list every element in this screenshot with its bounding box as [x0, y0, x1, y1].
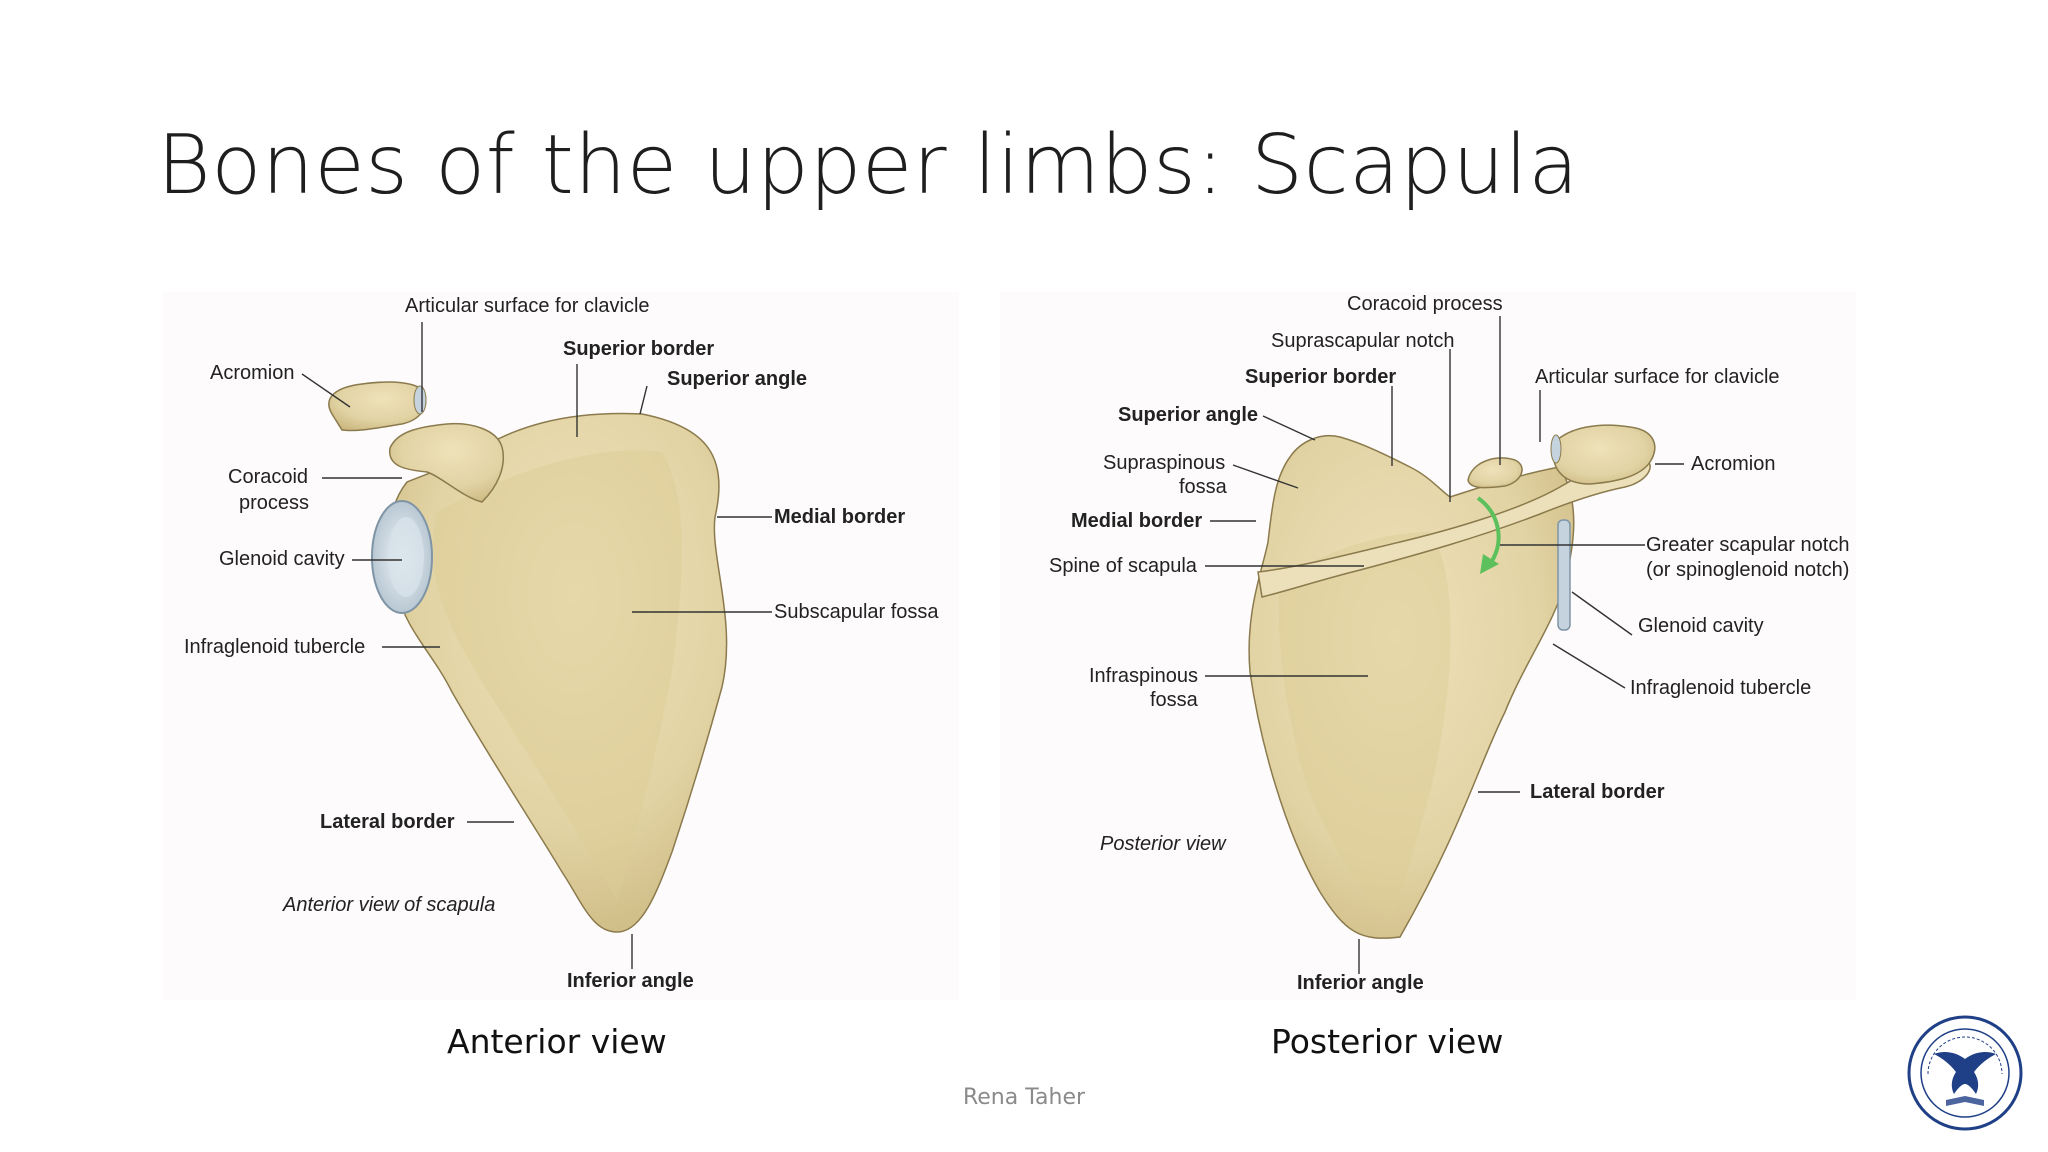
- label-lateral-border: Lateral border: [320, 811, 455, 833]
- label-coracoid-process: Coracoid process: [1347, 293, 1503, 315]
- slide-footer-author: Rena Taher: [962, 1085, 1086, 1110]
- label-supraspinous-line1: Supraspinous: [1103, 452, 1225, 474]
- label-superior-border: Superior border: [1245, 366, 1396, 388]
- label-articular-surface: Articular surface for clavicle: [405, 295, 650, 317]
- label-view-note: Anterior view of scapula: [282, 894, 495, 916]
- label-infraspinous-line1: Infraspinous: [1089, 665, 1198, 687]
- label-superior-border: Superior border: [563, 338, 714, 360]
- anterior-view-caption: Anterior view: [447, 1022, 667, 1061]
- label-greater-notch-line2: (or spinoglenoid notch): [1646, 559, 1849, 581]
- label-superior-angle: Superior angle: [667, 368, 807, 390]
- label-spine-of-scapula: Spine of scapula: [1049, 555, 1198, 577]
- posterior-spine-shape: [1257, 456, 1651, 598]
- label-subscapular-fossa: Subscapular fossa: [774, 601, 939, 623]
- label-suprascapular-notch: Suprascapular notch: [1271, 330, 1454, 352]
- label-infraglenoid-tubercle: Infraglenoid tubercle: [1630, 677, 1811, 699]
- label-infraglenoid-tubercle: Infraglenoid tubercle: [184, 636, 365, 658]
- anterior-scapula-illustration: Articular surface for clavicle Superior …: [184, 295, 939, 992]
- label-medial-border: Medial border: [774, 506, 905, 528]
- label-view-note: Posterior view: [1100, 833, 1227, 855]
- slide-title: Bones of the upper limbs: Scapula: [157, 118, 1579, 213]
- posterior-view-figure: Coracoid process Suprascapular notch Sup…: [1000, 292, 1856, 1000]
- label-inferior-angle: Inferior angle: [567, 970, 694, 992]
- label-acromion: Acromion: [210, 362, 294, 384]
- anterior-acromion-shape: [328, 381, 427, 432]
- label-coracoid-line1: Coracoid: [228, 466, 308, 488]
- label-greater-notch-line1: Greater scapular notch: [1646, 534, 1849, 556]
- anterior-view-figure: Articular surface for clavicle Superior …: [162, 292, 959, 1000]
- label-lateral-border: Lateral border: [1530, 781, 1665, 803]
- university-seal-icon: [1907, 1015, 2023, 1131]
- label-supraspinous-line2: fossa: [1179, 476, 1228, 498]
- label-glenoid-cavity: Glenoid cavity: [1638, 615, 1764, 637]
- label-medial-border: Medial border: [1071, 510, 1202, 532]
- label-acromion: Acromion: [1691, 453, 1775, 475]
- posterior-glenoid-shape: [1557, 519, 1571, 631]
- anterior-blade-shape: [387, 412, 728, 933]
- label-coracoid-line2: process: [239, 492, 309, 514]
- anterior-coracoid-shape: [389, 422, 504, 503]
- label-infraspinous-line2: fossa: [1150, 689, 1199, 711]
- posterior-view-caption: Posterior view: [1271, 1022, 1504, 1061]
- label-superior-angle: Superior angle: [1118, 404, 1258, 426]
- label-articular-surface: Articular surface for clavicle: [1535, 366, 1780, 388]
- posterior-scapula-illustration: Coracoid process Suprascapular notch Sup…: [1049, 293, 1849, 994]
- curved-arrow-icon: [1476, 496, 1501, 566]
- label-glenoid-cavity: Glenoid cavity: [219, 548, 345, 570]
- label-inferior-angle: Inferior angle: [1297, 972, 1424, 994]
- posterior-acromion-shape: [1552, 424, 1656, 485]
